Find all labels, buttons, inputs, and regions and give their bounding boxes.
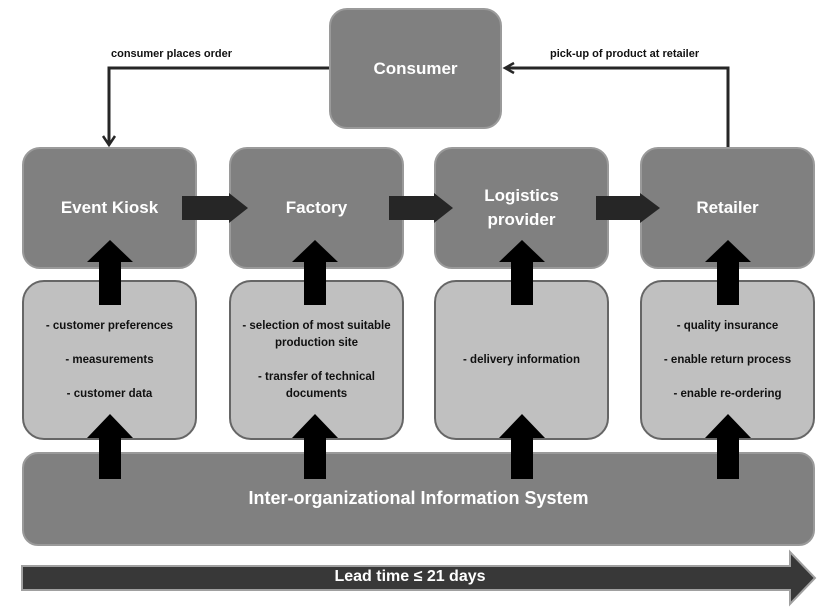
info-item: - transfer of technical documents — [258, 370, 375, 400]
lead-time-label: Lead time ≤ 21 days — [334, 568, 486, 585]
info-box-retailer: - quality insurance - enable return proc… — [640, 280, 815, 440]
stage-factory: Factory — [229, 147, 404, 269]
stage-logistics-provider: Logistics provider — [434, 147, 609, 269]
consumer-box: Consumer — [329, 8, 502, 129]
information-system-label: Inter-organizational Information System — [248, 487, 589, 508]
flow-arrow-retailer-to-consumer — [506, 66, 730, 147]
stage-label: Factory — [285, 198, 348, 217]
info-item: - quality insurance — [676, 319, 779, 332]
info-box-logistics-provider: - delivery information — [434, 280, 609, 440]
info-item: - customer data — [66, 387, 153, 400]
stage-event-kiosk: Event Kiosk — [22, 147, 197, 269]
info-box-event-kiosk: - customer preferences - measurements - … — [22, 280, 197, 440]
information-system-box: Inter-organizational Information System — [22, 452, 815, 546]
info-item: - enable return process — [663, 353, 792, 366]
arrowhead-down-icon — [101, 135, 117, 148]
arrowhead-left-icon — [502, 61, 515, 75]
info-item: - delivery information — [463, 353, 580, 366]
info-item: - enable re-ordering — [673, 387, 782, 400]
consumer-label: Consumer — [373, 58, 458, 78]
flow-label-pick-up: pick-up of product at retailer — [550, 48, 700, 60]
stage-label: Logistics provider — [484, 186, 559, 229]
stage-retailer: Retailer — [640, 147, 815, 269]
stage-label: Event Kiosk — [60, 198, 159, 217]
info-item: - customer preferences — [45, 319, 174, 332]
stage-label: Retailer — [696, 198, 759, 217]
info-box-factory: - selection of most suitable production … — [229, 280, 404, 440]
info-item: - measurements — [65, 353, 154, 366]
flow-arrow-consumer-to-kiosk — [107, 66, 329, 143]
flow-label-consumer-places-order: consumer places order — [111, 48, 233, 60]
info-item: - selection of most suitable production … — [242, 319, 391, 349]
